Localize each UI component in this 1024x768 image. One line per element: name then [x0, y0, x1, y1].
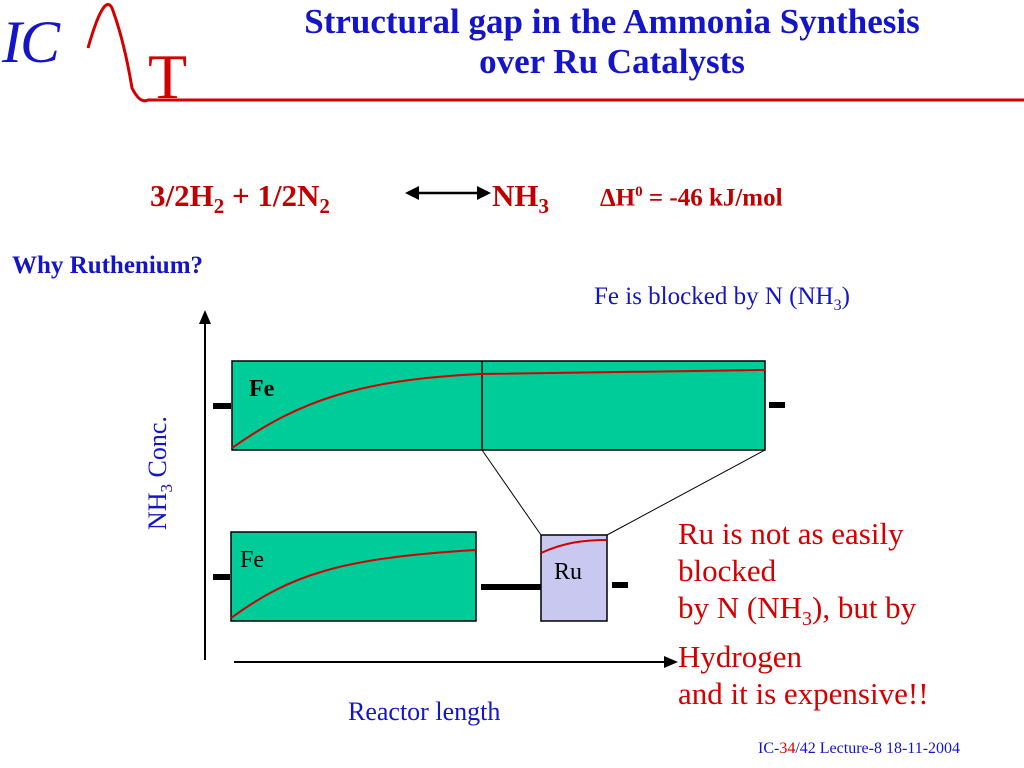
- fe-blocked-close: ): [841, 283, 850, 310]
- top-fe-curve: [231, 369, 766, 449]
- slide-footer: IC-34/42 Lecture-8 18-11-2004: [758, 740, 960, 758]
- y-axis-label-rest: Conc.: [142, 416, 172, 485]
- equation-reactants: 3/2H2 + 1/2N2: [150, 178, 330, 219]
- footer-prefix: IC-: [758, 740, 780, 757]
- ru-curve: [540, 539, 608, 554]
- ru-note-line-4: Hydrogen: [678, 639, 802, 675]
- ru-outlet-dash: [612, 582, 628, 588]
- reactant-h2-sub: 2: [213, 194, 225, 219]
- reactant-n2: 1/2N: [257, 178, 320, 213]
- reactant-h2: 3/2H: [150, 178, 214, 213]
- equilibrium-arrow-icon: [405, 186, 491, 200]
- logo-graphic: [86, 2, 1024, 103]
- y-axis-label-main: NH: [142, 492, 172, 531]
- fe-blocked-text: Fe is blocked by N (NH: [594, 283, 834, 310]
- y-axis-arrow-icon: [199, 310, 211, 324]
- connector-dash: [481, 584, 541, 590]
- footer-page-number: 34: [779, 740, 796, 757]
- ru-note-line-2: blocked: [678, 553, 777, 588]
- zoom-line-right: [606, 449, 766, 536]
- bottom-fe-reactor: [230, 531, 477, 622]
- ru-note-line-3a: by N (NH: [678, 590, 802, 625]
- top-inlet-dash: [213, 403, 231, 409]
- top-fe-label: Fe: [249, 376, 275, 402]
- bottom-fe-curve: [230, 549, 477, 619]
- reactant-n2-sub: 2: [319, 194, 330, 219]
- top-outlet-dash: [769, 402, 785, 408]
- logo-peak-line: [86, 2, 1024, 103]
- bottom-fe-label: Fe: [240, 547, 264, 573]
- logo-t-text: T: [148, 41, 188, 112]
- delta-h-sup: 0: [635, 184, 643, 200]
- x-axis-label: Reactor length: [348, 697, 501, 726]
- page-title: Structural gap in the Ammonia Synthesis …: [200, 2, 1024, 82]
- ru-note-line-1: Ru is not as easily: [678, 516, 904, 551]
- fe-blocked-sub: 3: [833, 297, 842, 314]
- enthalpy-value: ΔH0 = -46 kJ/mol: [600, 184, 783, 212]
- fe-blocked-note: Fe is blocked by N (NH3): [594, 283, 850, 315]
- footer-rest: /42 Lecture-8 18-11-2004: [795, 740, 961, 757]
- plus-sign: +: [224, 178, 258, 213]
- title-line-2: over Ru Catalysts: [479, 42, 745, 81]
- ru-note-line-3: by N (NH3), but by: [678, 589, 1018, 638]
- y-axis-label-sub: 3: [157, 484, 177, 493]
- why-ruthenium-heading: Why Ruthenium?: [12, 252, 204, 279]
- zoom-line-left: [481, 449, 542, 536]
- reactor-diagram: [199, 310, 785, 668]
- delta-h-symbol: ΔH: [600, 184, 636, 212]
- product-nh3-sub: 3: [538, 194, 550, 219]
- ru-explanation: Ru is not as easily blocked by N (NH3), …: [678, 515, 1018, 712]
- product-nh3: NH: [492, 178, 539, 213]
- ru-label: Ru: [554, 559, 583, 585]
- x-axis-arrow-icon: [664, 656, 678, 668]
- top-fe-reactor: [231, 360, 766, 451]
- delta-h-value: = -46 kJ/mol: [642, 184, 783, 212]
- y-axis-label: NH3 Conc.: [143, 373, 177, 573]
- ru-note-line-3b: ), but by: [812, 590, 917, 625]
- logo-ic-text: IC: [2, 9, 60, 75]
- equation-product: NH3: [492, 178, 549, 219]
- ru-note-line-5: and it is expensive!!: [678, 676, 929, 712]
- ru-note-line-3-sub: 3: [802, 608, 812, 631]
- bottom-inlet-dash: [213, 574, 230, 580]
- title-line-1: Structural gap in the Ammonia Synthesis: [304, 2, 920, 41]
